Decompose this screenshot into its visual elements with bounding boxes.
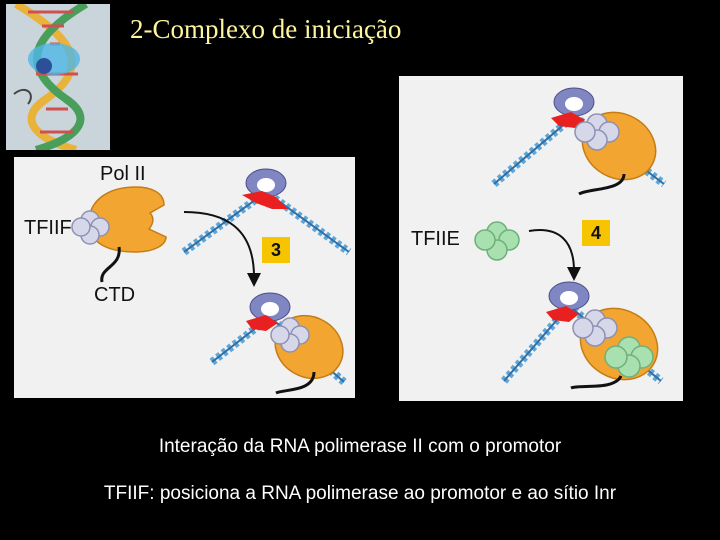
tfiie-binding-panel: TFIIE 4 (399, 76, 683, 401)
pol-ii-label: Pol II (100, 163, 146, 185)
caption-interaction: Interação da RNA polimerase II com o pro… (158, 436, 562, 457)
dna-helix-thumbnail (6, 4, 110, 150)
tfiif-icon (71, 210, 110, 245)
slide-title: 2-Complexo de iniciação (130, 14, 402, 44)
bottom-preinitiation-complex-icon (209, 292, 347, 395)
pol-ii-complex-icon (71, 186, 167, 283)
tfiif-binding-panel: Pol II TFIIF CTD 3 (14, 157, 355, 398)
ctd-label: CTD (94, 284, 136, 306)
curved-arrow-icon (528, 229, 575, 272)
step-3-badge: 3 (262, 237, 290, 263)
caption-tfiif-role: TFIIF: posiciona a RNA polimerase ao pro… (103, 483, 617, 504)
dna-helix-icon (13, 4, 89, 150)
step-4-badge: 4 (582, 220, 610, 246)
tfiif-label: TFIIF (24, 217, 72, 239)
top-promoter-dna-icon (181, 168, 352, 256)
tfiie-label: TFIIE (411, 228, 460, 250)
curved-arrow-icon (183, 211, 255, 278)
tfiie-icon (474, 221, 520, 261)
top-complex-icon (491, 87, 667, 196)
bottom-complex-icon (500, 281, 664, 390)
